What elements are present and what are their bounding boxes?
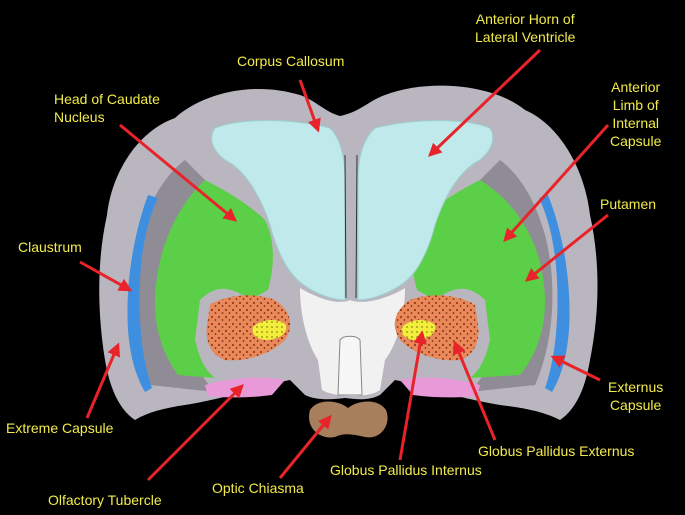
third-ventricle [337, 335, 363, 396]
ventricle-left [211, 120, 346, 301]
label-claustrum: Claustrum [18, 239, 82, 255]
striatum-left [154, 180, 273, 378]
globus-pallidus-internus-right-texture [401, 319, 436, 340]
arrow-globus-pallidus-internus [398, 330, 427, 461]
olfactory-tubercle-right [400, 377, 480, 398]
globus-pallidus-internus-left-texture [252, 319, 287, 340]
septum-pellucidum [344, 154, 358, 299]
label-globus-pallidus-internus: Globus Pallidus Internus [330, 462, 482, 478]
label-olfactory-tubercle: Olfactory Tubercle [48, 492, 162, 508]
label-head-caudate: Head of Caudate Nucleus [54, 91, 160, 125]
arrow-optic-chiasma [278, 414, 332, 479]
label-anterior-limb: Anterior Limb of Internal Capsule [610, 79, 662, 149]
claustrum-right [539, 195, 570, 392]
arrow-anterior-limb [503, 123, 610, 243]
ventricle-right [357, 120, 494, 301]
pointer-arrows [79, 48, 610, 482]
arrow-corpus-callosum [298, 79, 321, 133]
arrow-claustrum [79, 260, 133, 292]
arrow-putamen [524, 213, 609, 282]
label-corpus-callosum: Corpus Callosum [237, 53, 345, 69]
olfactory-tubercle-left [205, 377, 285, 398]
arrow-extreme-capsule [85, 342, 120, 419]
label-putamen: Putamen [600, 196, 657, 212]
arrow-anterior-horn [428, 48, 542, 157]
arrow-globus-pallidus-externus [452, 340, 497, 441]
arrow-olfactory-tubercle [146, 384, 244, 482]
globus-pallidus-externus-left-texture [206, 295, 291, 361]
label-extreme-capsule: Extreme Capsule [6, 420, 114, 436]
optic-chiasma-shape [309, 401, 388, 438]
label-globus-pallidus-externus: Globus Pallidus Externus [478, 443, 635, 459]
label-anterior-horn: Anterior Horn of Lateral Ventricle [475, 11, 576, 45]
arrow-head-caudate [119, 123, 238, 222]
label-externus-capsule: Externus Capsule [608, 379, 664, 413]
arrow-externus-capsule [550, 355, 601, 382]
claustrum-left [127, 195, 158, 392]
label-optic-chiasma: Optic Chiasma [212, 480, 304, 496]
